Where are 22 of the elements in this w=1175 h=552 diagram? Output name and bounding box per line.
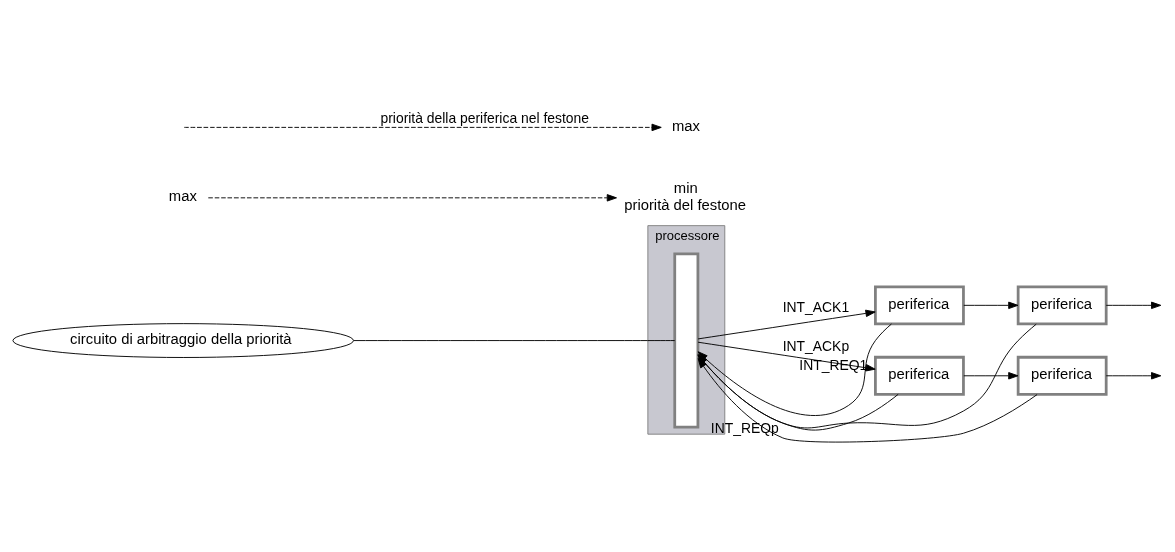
node-box: periferica bbox=[874, 284, 965, 325]
node-text: max bbox=[671, 117, 700, 134]
node-box: periferica bbox=[1016, 284, 1108, 325]
node-text: min priorità del festone bbox=[624, 179, 747, 213]
arrow bbox=[697, 353, 899, 431]
node-text: max bbox=[168, 187, 197, 204]
arrow bbox=[963, 301, 1019, 309]
node-box: periferica bbox=[1016, 355, 1108, 396]
node-ellipse: circuito di arbitraggio della priorità bbox=[12, 322, 354, 358]
arrow bbox=[697, 357, 1038, 443]
node-box bbox=[673, 252, 700, 429]
edge-label: INT_ACKp bbox=[782, 337, 850, 354]
edge-label: INT_ACK1 bbox=[782, 298, 850, 315]
arrow bbox=[183, 123, 662, 131]
arrow bbox=[1105, 301, 1162, 309]
node-box: periferica bbox=[874, 355, 965, 396]
arrow bbox=[697, 309, 876, 339]
arrow bbox=[963, 371, 1019, 379]
arrow bbox=[207, 193, 617, 202]
edge-label: priorità della periferica nel festone bbox=[380, 109, 589, 126]
connector bbox=[353, 339, 676, 341]
arrow bbox=[1105, 371, 1162, 379]
